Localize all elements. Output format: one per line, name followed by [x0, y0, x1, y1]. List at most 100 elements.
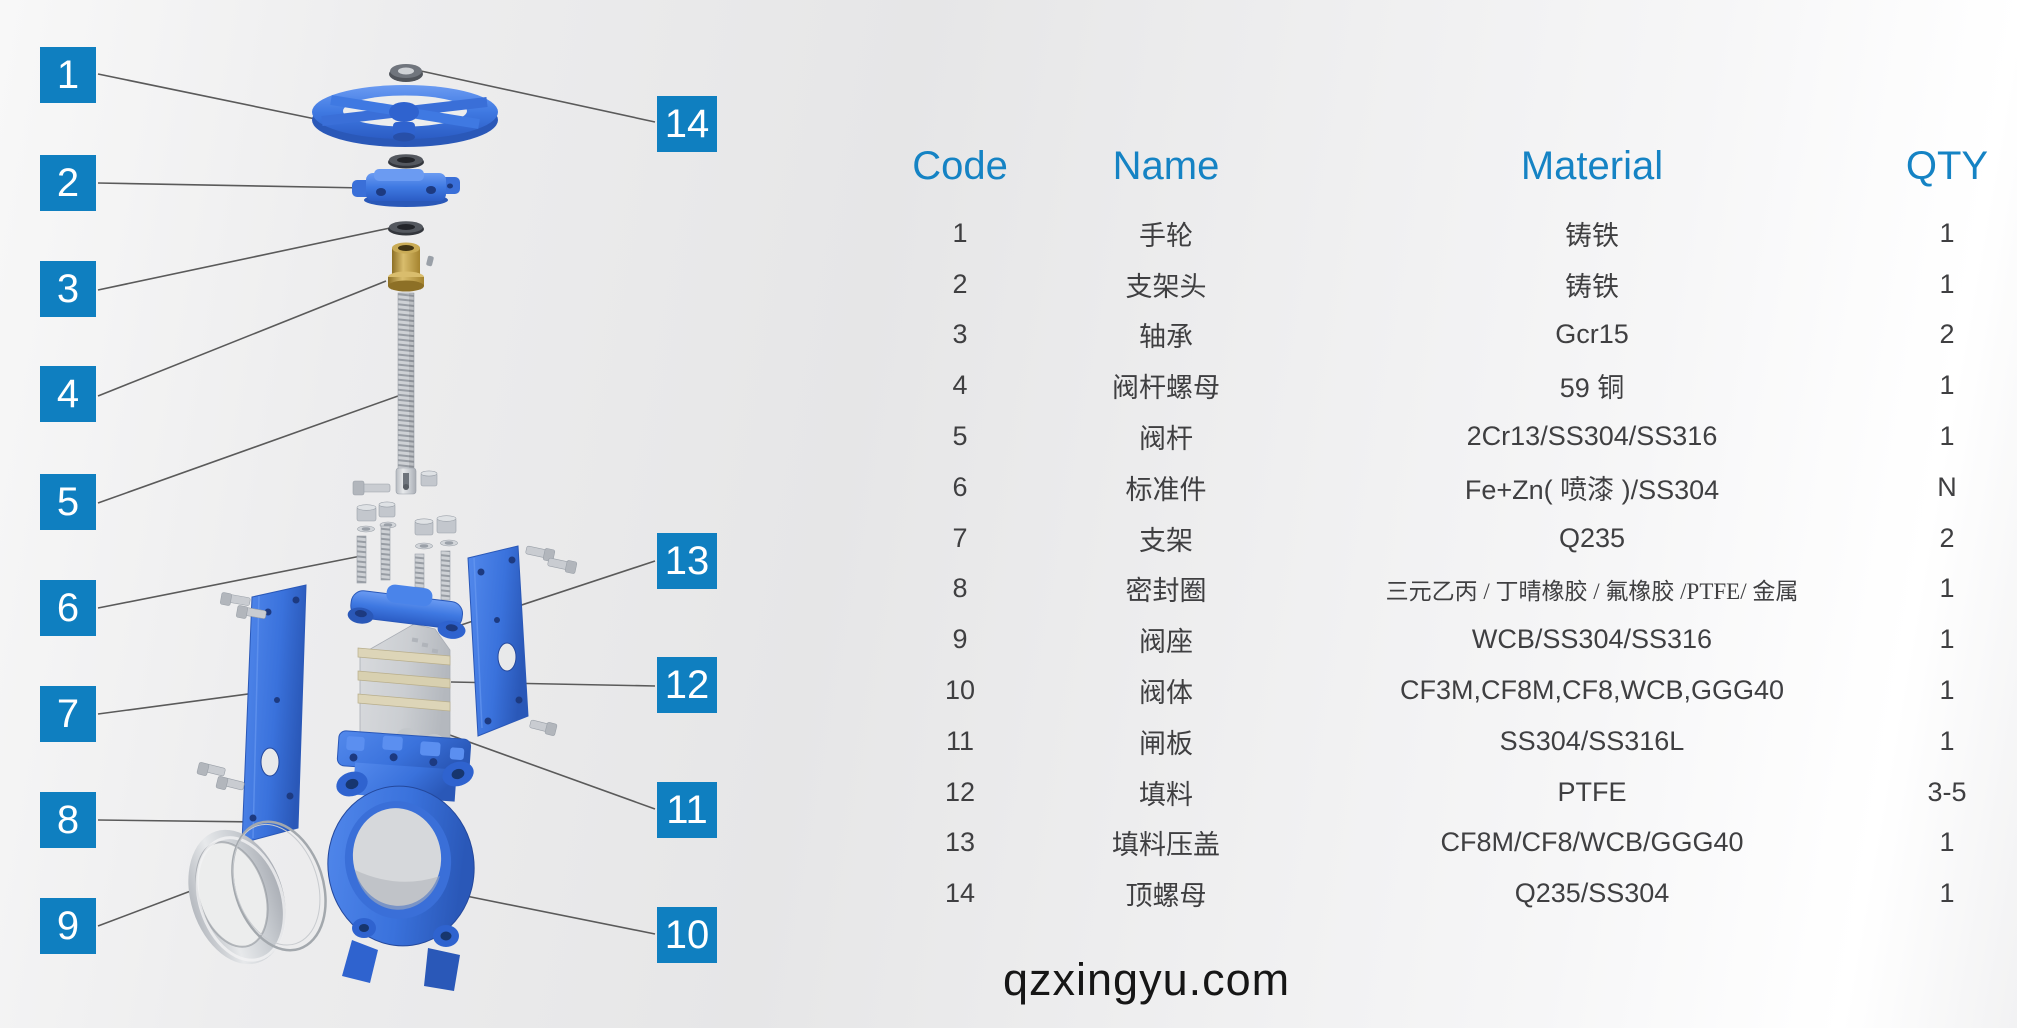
cell-qty: 1 [1939, 268, 1955, 299]
cell-code: 11 [945, 725, 975, 756]
callout-12: 12 [657, 657, 717, 713]
valve-body-part [327, 728, 475, 991]
callout-13: 13 [657, 533, 717, 589]
cell-qty: 3-5 [1927, 776, 1967, 807]
callout-1: 1 [40, 47, 96, 103]
leader-3 [97, 227, 391, 291]
support-plate-left-part [196, 584, 307, 844]
cell-material: Fe+Zn( 喷漆 )/SS304 [1464, 474, 1720, 505]
o-ring-part [231, 820, 327, 952]
cell-material: PTFE [1557, 776, 1627, 807]
cell-code: 7 [952, 522, 968, 553]
leader-4 [97, 280, 387, 397]
cell-name: 手轮 [1139, 220, 1193, 251]
cell-material: 59 铜 [1559, 373, 1625, 404]
cell-material: Gcr15 [1555, 319, 1629, 350]
upper-bearing-part [388, 154, 424, 169]
packing-gland-part [347, 584, 466, 639]
cell-material: 2Cr13/SS304/SS316 [1466, 421, 1718, 452]
callout-4: 4 [40, 366, 96, 422]
cell-code: 6 [952, 471, 968, 502]
cell-name: 阀杆 [1139, 424, 1193, 455]
watermark-url: qzxingyu.com [1003, 954, 1291, 1005]
leader-7 [97, 691, 264, 715]
lower-bearing-part [388, 221, 424, 236]
leader-5 [97, 395, 399, 504]
leader-6 [97, 555, 362, 609]
cell-code: 1 [952, 217, 968, 248]
callout-5: 5 [40, 474, 96, 530]
cell-code: 14 [944, 878, 976, 909]
cell-code: 13 [944, 827, 976, 858]
cell-code: 9 [952, 624, 968, 655]
cell-material: CF8M/CF8/WCB/GGG40 [1440, 827, 1744, 858]
leader-11 [446, 733, 656, 810]
yoke-head-part [352, 169, 460, 207]
cell-name: 填料压盖 [1112, 830, 1220, 861]
leader-10 [465, 895, 656, 935]
cell-code: 5 [952, 421, 968, 452]
leader-14 [420, 70, 656, 123]
cell-qty: 1 [1939, 675, 1955, 706]
cell-material: SS304/SS316L [1499, 725, 1685, 756]
callout-8: 8 [40, 792, 96, 848]
callout-6: 6 [40, 580, 96, 636]
cell-name: 支架 [1139, 525, 1193, 556]
cell-qty: 1 [1939, 421, 1955, 452]
leader-9 [97, 888, 197, 927]
cell-material: Q235/SS304 [1514, 878, 1670, 909]
callout-11: 11 [657, 782, 717, 838]
callout-10: 10 [657, 907, 717, 963]
leader-8 [97, 819, 257, 823]
cell-code: 4 [952, 370, 968, 401]
cell-qty: 1 [1939, 725, 1955, 756]
cell-name: 闸板 [1139, 728, 1193, 759]
callout-3: 3 [40, 261, 96, 317]
cell-qty: 1 [1939, 217, 1955, 248]
cell-code: 10 [944, 675, 976, 706]
callout-7: 7 [40, 686, 96, 742]
cell-qty: 1 [1939, 370, 1955, 401]
cell-name: 轴承 [1139, 322, 1193, 353]
cell-material: Q235 [1558, 522, 1626, 553]
header-qty: QTY [1905, 144, 1989, 188]
cell-name: 标准件 [1125, 474, 1207, 505]
header-material: Material [1520, 144, 1664, 188]
cell-qty: 1 [1939, 624, 1955, 655]
exploded-valve-diagram [97, 64, 656, 991]
fasteners-part [352, 470, 458, 603]
cell-name: 顶螺母 [1125, 881, 1207, 912]
parts-table: Code Name Material QTY 1 手轮 铸铁 1 2 支架头 铸… [885, 144, 2007, 919]
cell-code: 3 [952, 319, 968, 350]
cell-qty: N [1937, 471, 1957, 502]
cell-qty: 2 [1939, 522, 1955, 553]
header-code: Code [912, 144, 1008, 188]
leader-2 [97, 182, 367, 189]
cell-name: 阀座 [1139, 627, 1193, 658]
packing-rings-part [357, 647, 451, 712]
leader-1 [97, 73, 331, 123]
handwheel-part [312, 85, 498, 147]
cell-code: 2 [952, 268, 968, 299]
header-name: Name [1112, 144, 1220, 188]
cell-material: 三元乙丙 / 丁晴橡胶 / 氟橡胶 /PTFE/ 金属 [1385, 578, 1799, 604]
callout-14: 14 [657, 96, 717, 152]
cell-name: 阀体 [1139, 678, 1193, 709]
cell-code: 12 [944, 776, 976, 807]
cell-name: 填料 [1139, 779, 1193, 810]
cell-name: 阀杆螺母 [1112, 373, 1220, 404]
cell-qty: 1 [1939, 573, 1955, 604]
cell-qty: 1 [1939, 827, 1955, 858]
stem-part [395, 292, 417, 495]
cell-material: WCB/SS304/SS316 [1471, 624, 1713, 655]
stem-nut-part [388, 242, 434, 292]
cell-material: 铸铁 [1565, 220, 1619, 251]
cell-name: 支架头 [1125, 271, 1207, 302]
cell-name: 密封圈 [1125, 576, 1207, 607]
cell-material: 铸铁 [1565, 271, 1619, 302]
support-plate-right-part [467, 545, 578, 737]
top-nut-part [389, 64, 423, 82]
cell-qty: 1 [1939, 878, 1955, 909]
callout-2: 2 [40, 155, 96, 211]
